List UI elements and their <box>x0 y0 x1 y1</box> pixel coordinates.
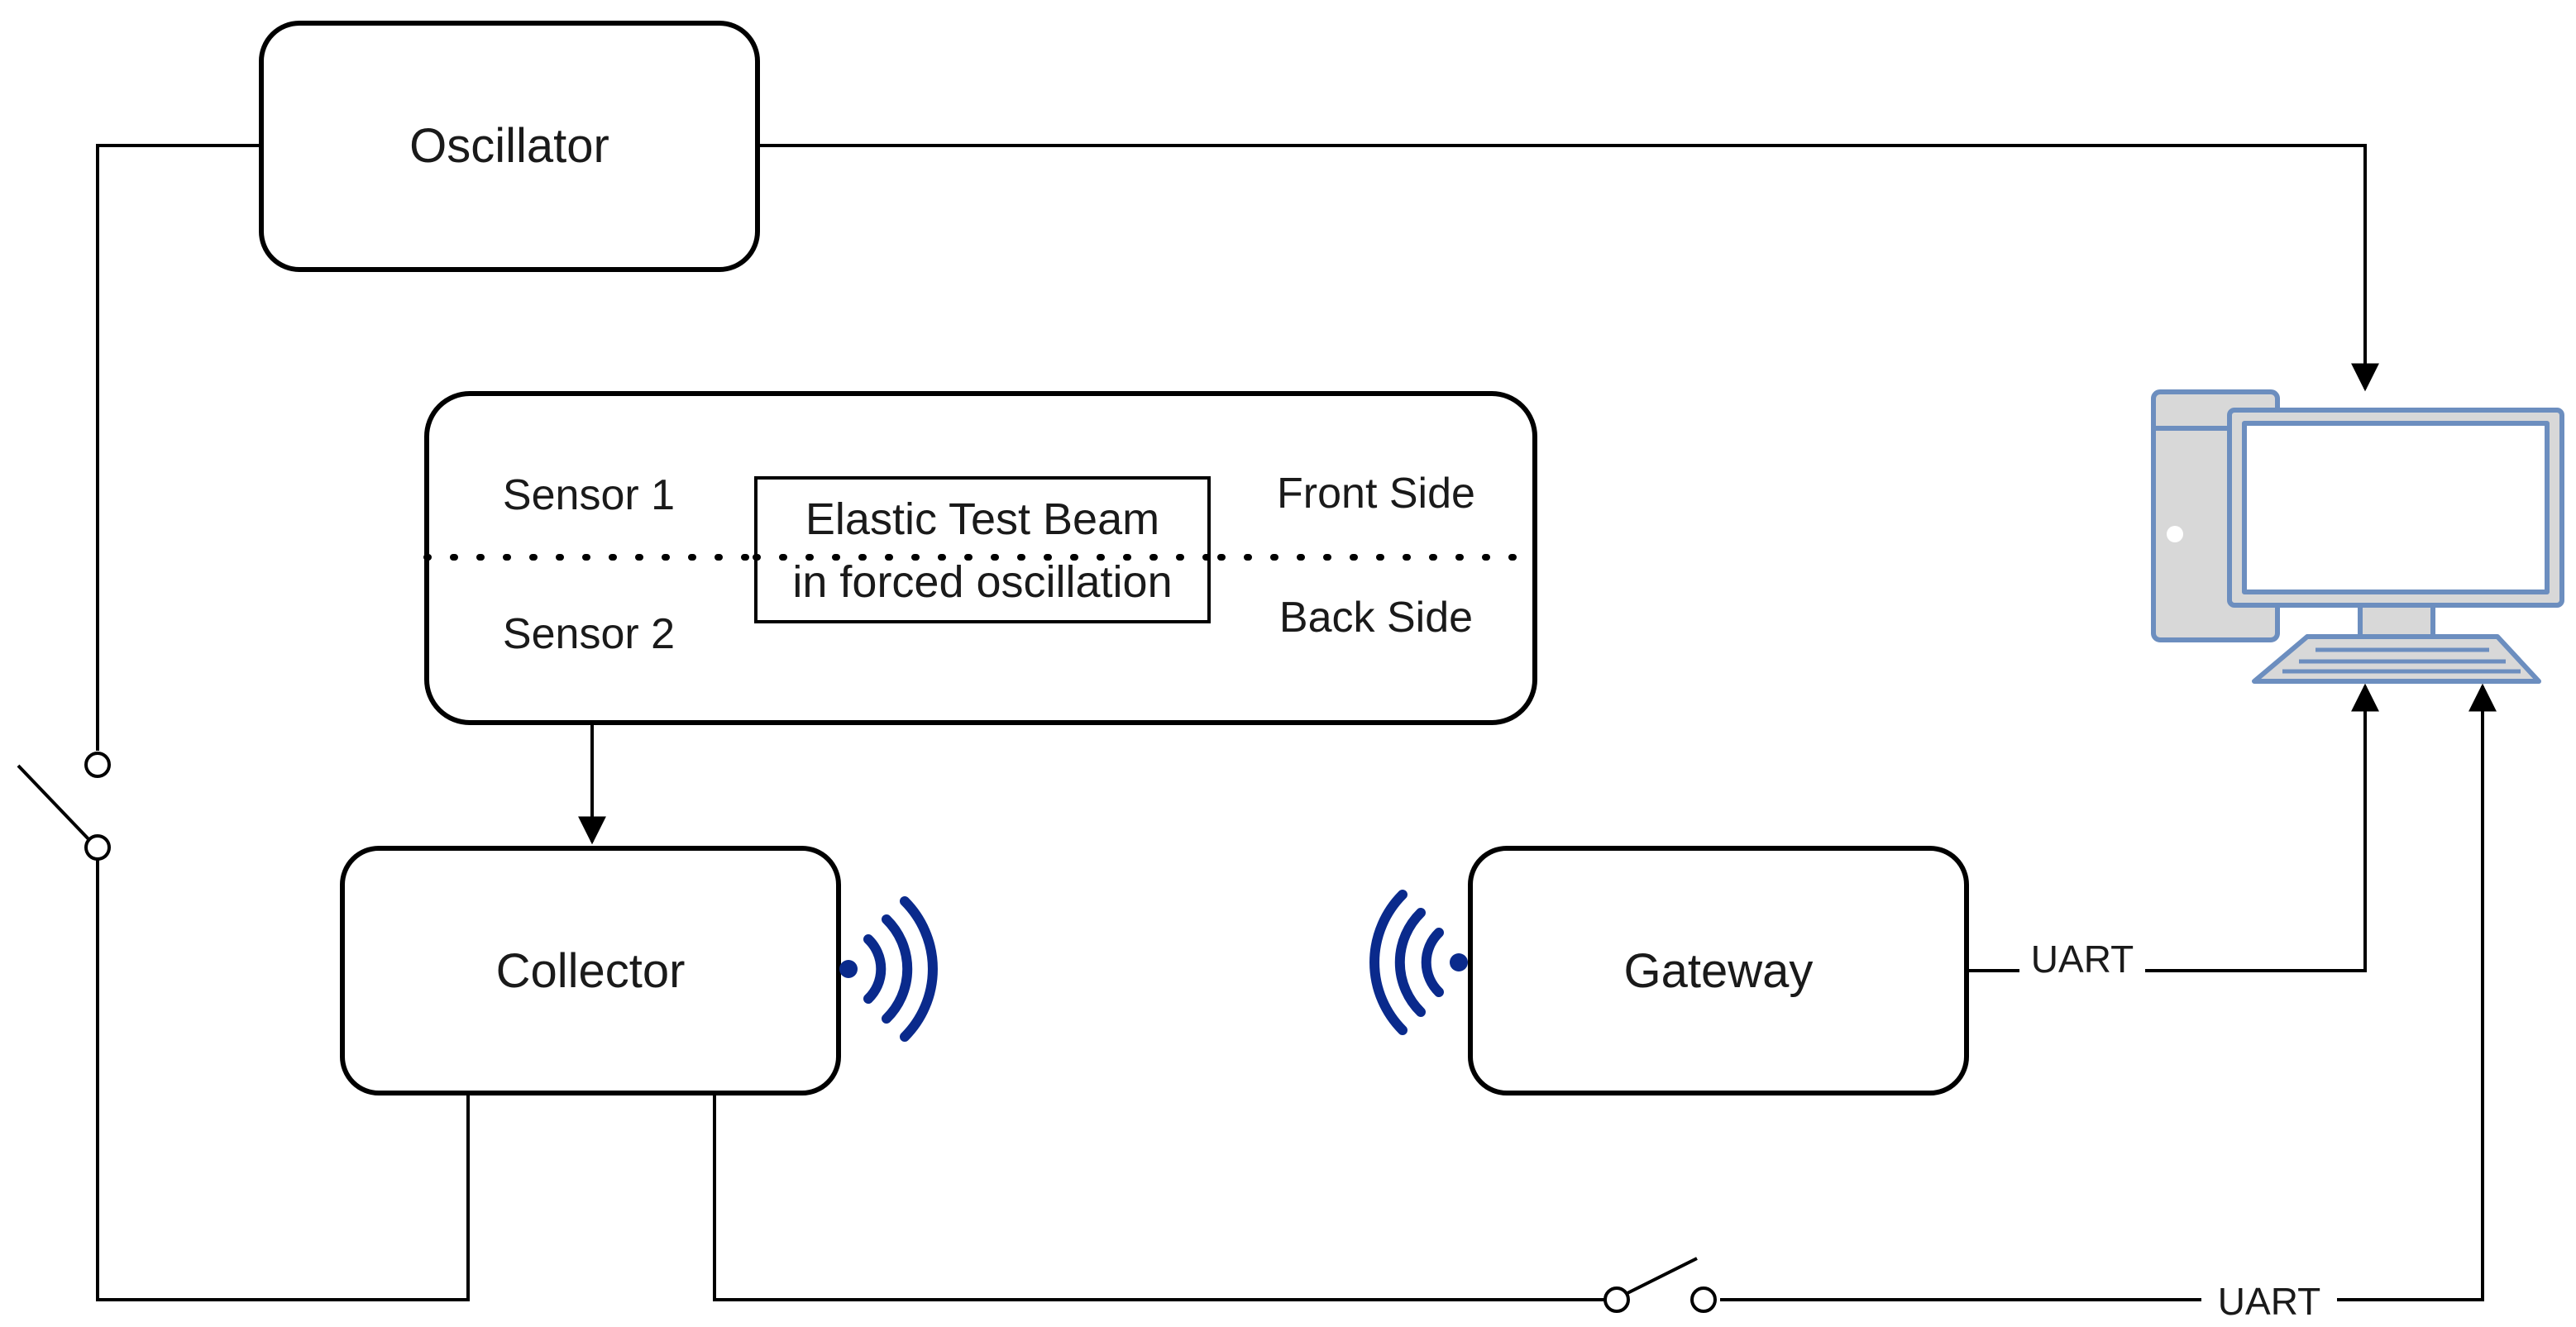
bottom-switch <box>1603 1257 1717 1313</box>
oscillator-node: Oscillator <box>259 21 760 272</box>
front-side-label: Front Side <box>1277 470 1475 518</box>
collector-wireless-signal-icon <box>839 896 938 1042</box>
left-switch <box>17 752 111 861</box>
beam-title-line2: in forced oscillation <box>792 557 1172 607</box>
gateway-wireless-signal-icon <box>1369 890 1468 1035</box>
collector-to-bottom-switch-connector <box>713 1093 1611 1301</box>
oscillator-box <box>259 21 760 272</box>
computer-power-led <box>2167 526 2183 542</box>
gateway-box <box>1468 846 1969 1095</box>
uart-to-computer-connector <box>2337 683 2497 1301</box>
oscillator-to-switch-connector <box>96 144 261 751</box>
sensor-1-label: Sensor 1 <box>503 471 675 519</box>
computer-stand <box>2358 603 2435 639</box>
beam-panel: Elastic Test Beam in forced oscillation … <box>423 391 1538 725</box>
left-switch-terminal-bottom <box>84 834 111 861</box>
collector-node: Collector <box>340 846 841 1095</box>
gateway-label: Gateway <box>1624 944 1814 998</box>
back-side-label: Back Side <box>1279 594 1473 642</box>
computer-screen <box>2242 421 2550 594</box>
sensor-2-label: Sensor 2 <box>503 610 675 658</box>
oscillator-to-computer-connector <box>759 144 2379 392</box>
collector-box <box>340 846 841 1095</box>
beam-title-line1: Elastic Test Beam <box>805 494 1159 544</box>
bottom-switch-terminal-right <box>1690 1286 1717 1313</box>
left-switch-terminal-top <box>84 752 111 778</box>
gateway-uart-to-computer-connector <box>2145 683 2379 972</box>
computer-keyboard <box>2252 634 2541 684</box>
oscillator-label: Oscillator <box>409 119 609 173</box>
bottom-switch-lever <box>1620 1257 1698 1298</box>
collector-label: Collector <box>496 944 686 998</box>
elastic-test-beam-box <box>754 476 1211 623</box>
bottom-switch-terminal-left <box>1603 1286 1630 1313</box>
connectors <box>96 144 2497 1301</box>
gateway-node: Gateway <box>1468 846 1969 1095</box>
switch-to-collector-connector <box>96 850 470 1301</box>
left-switch-lever <box>17 764 93 843</box>
desktop-computer-icon <box>2151 389 2564 684</box>
gateway-uart-label: UART <box>2031 938 2134 981</box>
collector-uart-label: UART <box>2218 1280 2320 1323</box>
